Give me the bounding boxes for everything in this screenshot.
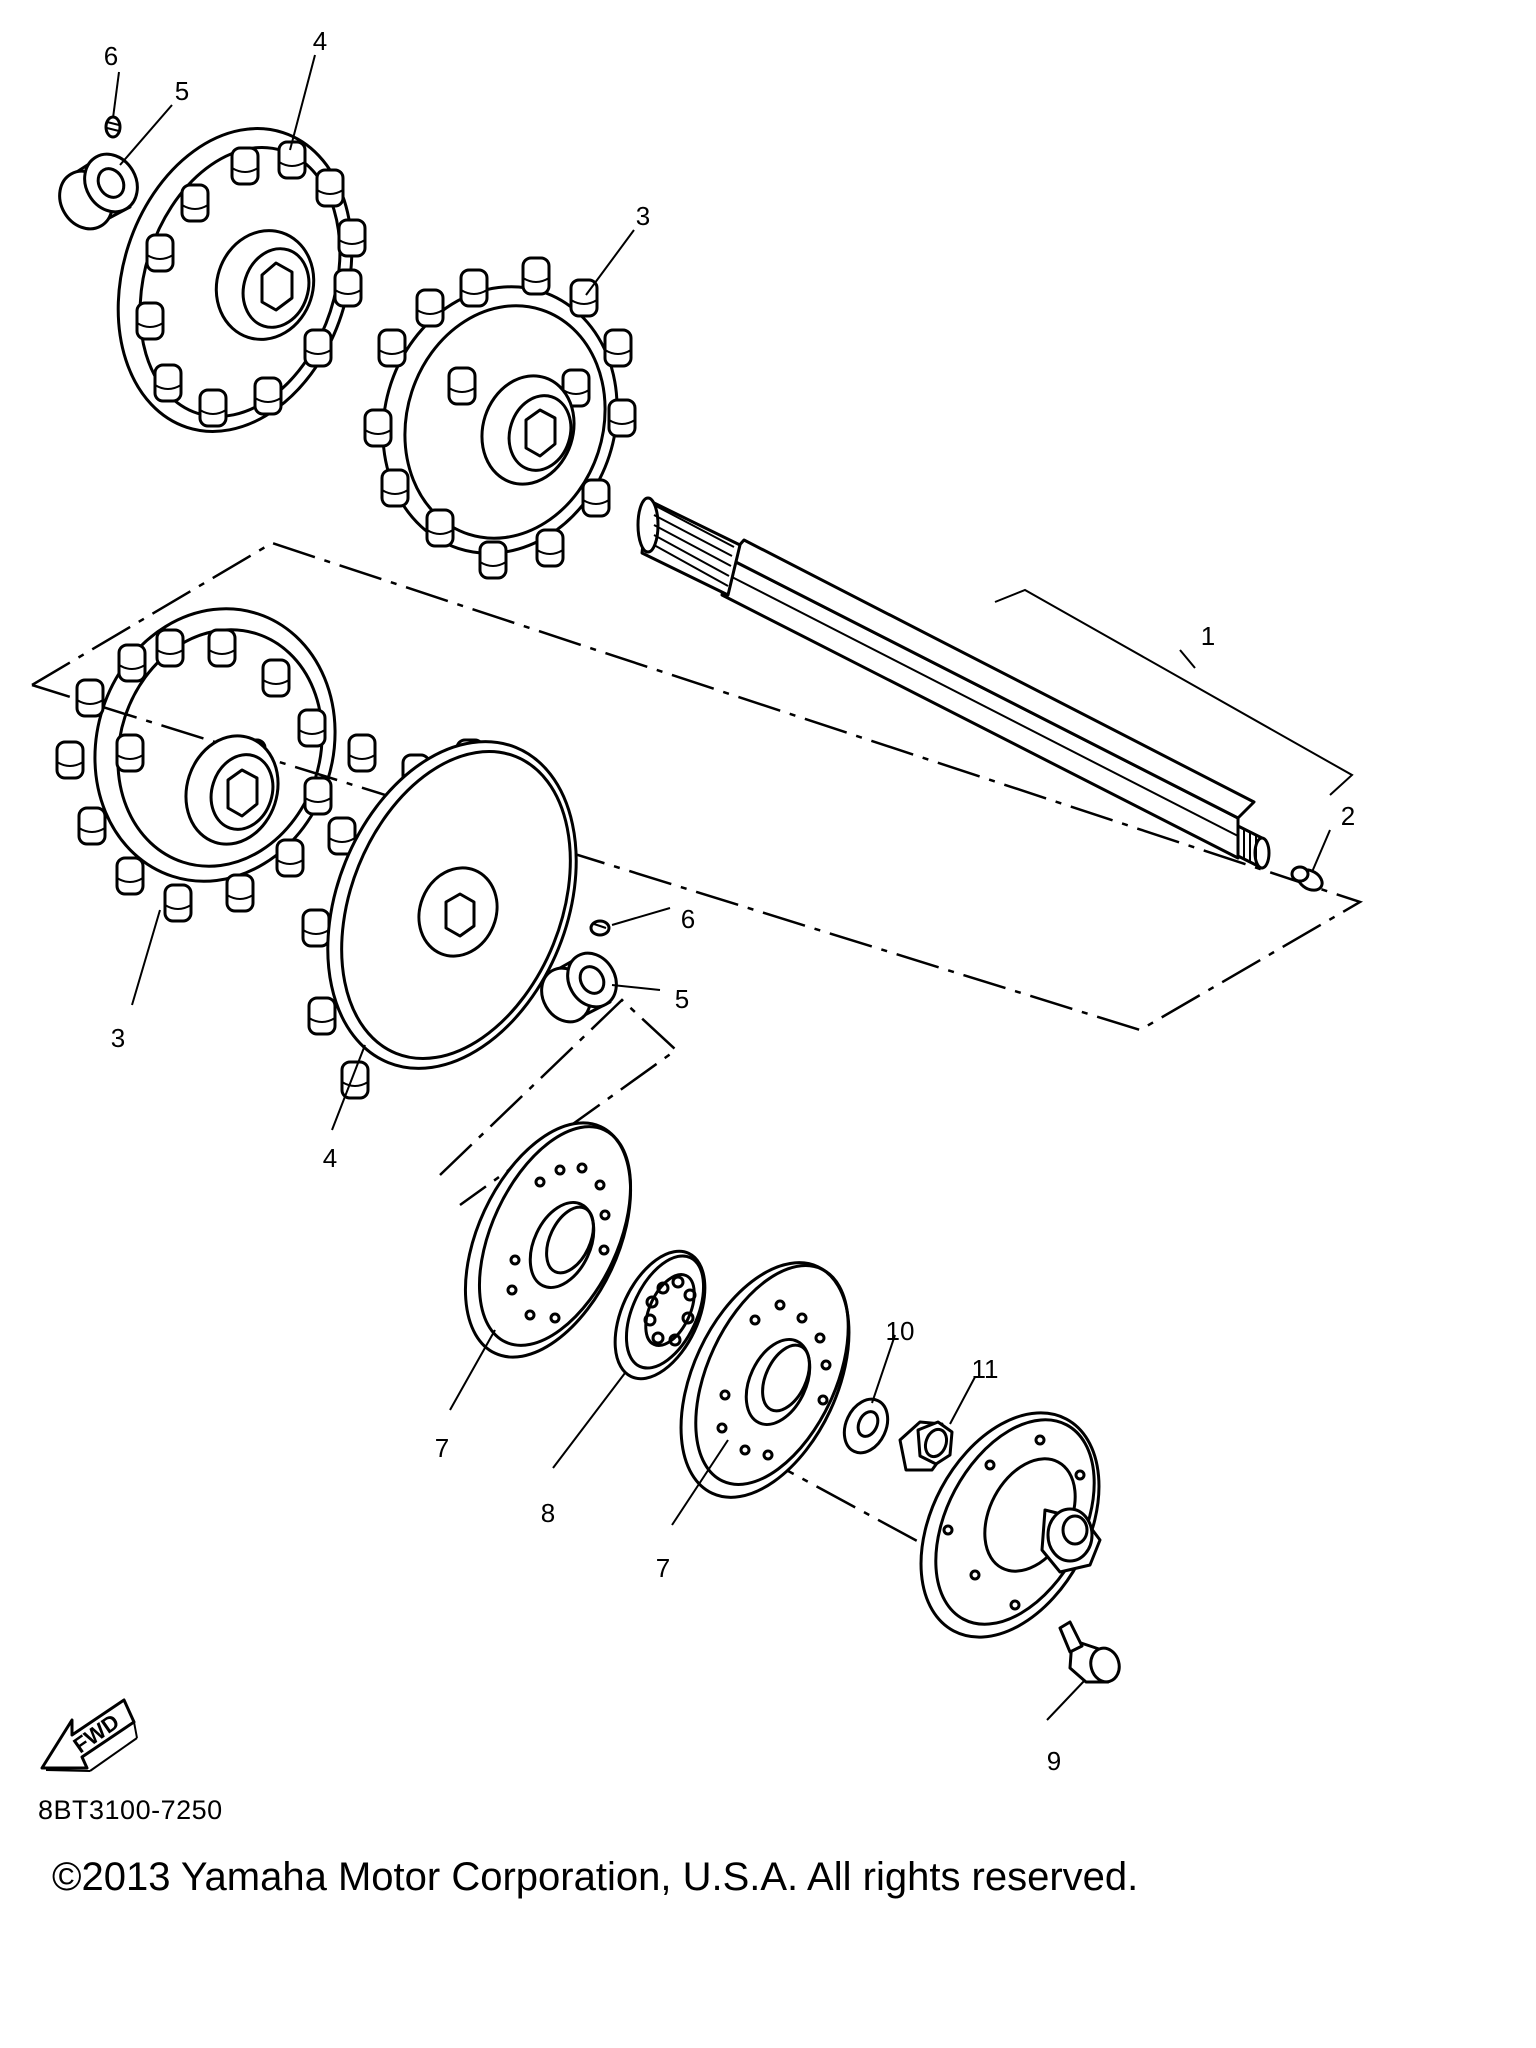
- hub-stud: [1040, 1507, 1102, 1574]
- callout-7-left: 7: [435, 1433, 449, 1463]
- callout-3-top: 3: [636, 201, 650, 231]
- bearing-holder-7-left: [463, 1121, 633, 1359]
- sprocket-3-top: [363, 256, 637, 580]
- sprocket-wheel-4-bottom: [301, 733, 578, 1100]
- callout-9: 9: [1047, 1746, 1061, 1776]
- copyright-notice: ©2013 Yamaha Motor Corporation, U.S.A. A…: [52, 1855, 1139, 1899]
- sprocket-wheel-4-top: [116, 127, 367, 433]
- callout-6-mid: 6: [681, 904, 695, 934]
- hub-flange: [919, 1411, 1102, 1639]
- callout-3-bottom: 3: [111, 1023, 125, 1053]
- callout-1: 1: [1201, 621, 1215, 651]
- callout-7-right: 7: [656, 1553, 670, 1583]
- bolt-9: [1058, 1620, 1121, 1684]
- fwd-arrow-icon: FWD: [40, 1698, 138, 1772]
- callout-2: 2: [1341, 801, 1355, 831]
- callout-8: 8: [541, 1498, 555, 1528]
- drive-shaft: [636, 496, 1271, 870]
- callout-4-bottom: 4: [323, 1143, 337, 1173]
- bearing-8: [613, 1249, 707, 1381]
- collar-5-mid: [540, 951, 618, 1024]
- leader-lines: [112, 54, 1354, 1721]
- collar-5-top: [58, 152, 139, 231]
- washer-10: [842, 1397, 890, 1455]
- set-screw-6-top: [104, 115, 122, 139]
- shaft-spline-end: [636, 496, 742, 597]
- callout-6-top: 6: [104, 41, 118, 71]
- callout-5-top: 5: [175, 76, 189, 106]
- plug: [1290, 865, 1324, 892]
- sprocket-3-bottom: [55, 607, 337, 923]
- callout-labels: 6 5 4 3 1 2 6 5 3 4 7 8 7 10 11 9: [104, 26, 1355, 1776]
- diagram-code: 8BT3100-7250: [38, 1795, 223, 1825]
- nut-11: [898, 1420, 954, 1472]
- set-screw-6-mid: [589, 919, 611, 937]
- callout-10: 10: [886, 1316, 915, 1346]
- shaft-threaded-end: [1236, 824, 1271, 870]
- callout-5-mid: 5: [675, 984, 689, 1014]
- callout-4-top: 4: [313, 26, 327, 56]
- callout-11: 11: [972, 1354, 999, 1384]
- bearing-holder-7-right: [679, 1261, 851, 1499]
